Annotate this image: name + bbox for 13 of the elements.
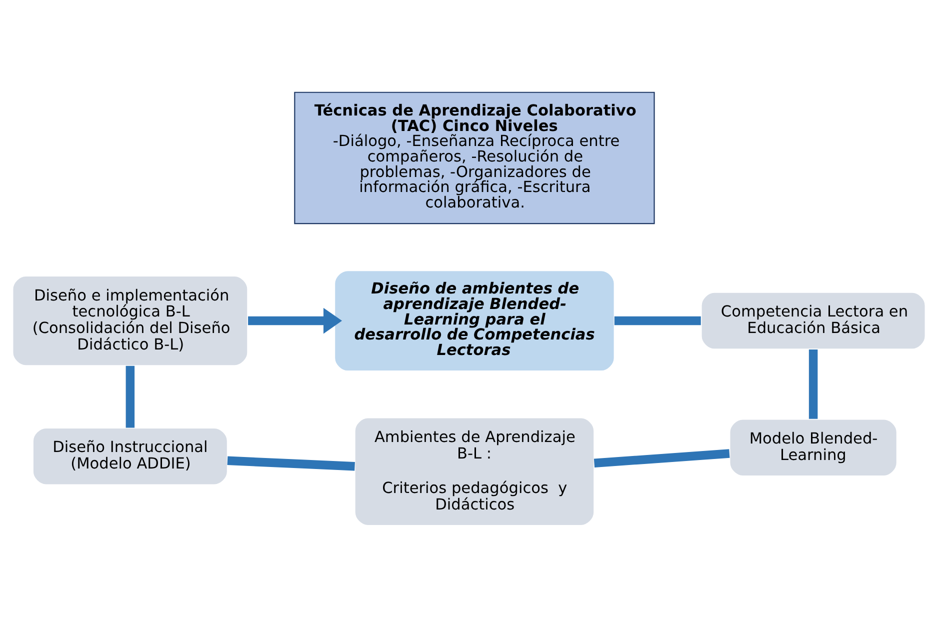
node-box: Diseño Instruccional (Modelo ADDIE): [32, 427, 228, 486]
node-box: Ambientes de Aprendizaje B-L : Criterios pedagógicos y Didácticos: [354, 417, 595, 526]
node-box: Diseño de ambientes de aprendizaje Blended-Learning para el desarrollo de Competencias Lectoras: [334, 270, 615, 372]
connector: [808, 350, 818, 419]
node-box: Modelo Blended-Learning: [729, 418, 898, 477]
connector: [614, 316, 701, 326]
node-box: Competencia Lectora en Educación Básica: [700, 292, 926, 350]
connector: [227, 456, 355, 471]
node-box: Diseño e implementación tecnológica B-L (Consolidación del Diseño Didáctico B-L): [12, 275, 248, 366]
connector: [594, 449, 730, 468]
connector: [126, 366, 135, 428]
node-box: Técnicas de Aprendizaje Colaborativo (TAC) Cinco Niveles -Diálogo, -Enseñanza Recíproca entre compañeros, -Resolución de problemas, -Organizadores de información gráfica, -Escritura colaborativa.: [294, 92, 655, 224]
arrow: [248, 308, 342, 334]
